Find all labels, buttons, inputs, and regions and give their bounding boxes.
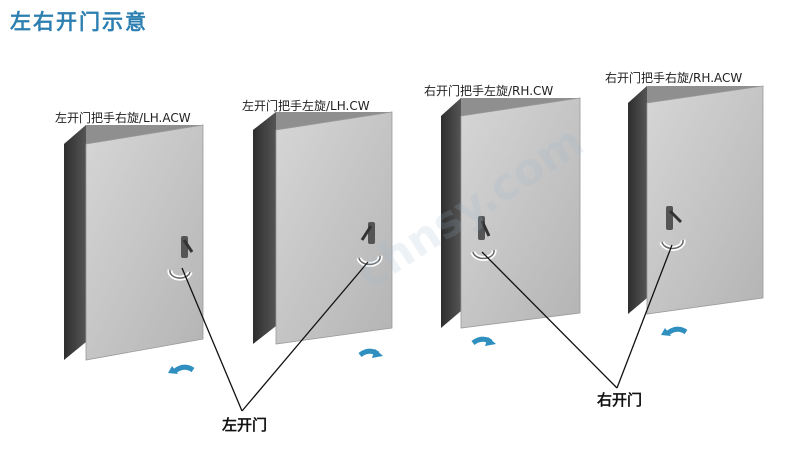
cabinet-1: [64, 124, 204, 374]
cabinet-4-label: 右开门把手右旋/RH.ACW: [605, 71, 743, 85]
left-door-callout: 左开门: [222, 416, 268, 434]
cabinet-4-side: [628, 86, 647, 314]
page-title: 左右开门示意: [10, 10, 148, 34]
right-door-callout: 右开门: [597, 391, 643, 409]
cabinet-3-handle-icon: [470, 216, 497, 261]
leader-line-right-1: [481, 251, 618, 389]
leader-line-right-2: [616, 244, 673, 389]
cabinet-2-front: [275, 111, 393, 345]
cabinet-2-handle-icon: [356, 222, 383, 267]
cabinet-1-rotation-arrow-icon: [173, 364, 195, 374]
cabinet-2: [253, 111, 393, 358]
cabinet-1-front: [85, 124, 204, 361]
cabinet-2-side: [253, 112, 276, 344]
cabinet-3-front: [460, 97, 581, 329]
leader-lines: [181, 244, 673, 412]
cabinet-4: [628, 85, 764, 336]
cabinet-4-rotation-arrow-icon: [666, 326, 688, 336]
cabinet-1-label: 左开门把手右旋/LH.ACW: [55, 111, 191, 125]
leader-line-left-1: [181, 267, 243, 412]
cabinet-3-side: [441, 98, 461, 328]
cabinet-1-side: [64, 125, 86, 360]
cabinet-3: [441, 97, 581, 346]
leader-line-left-2: [241, 261, 369, 412]
cabinet-3-label: 右开门把手左旋/RH.CW: [424, 84, 554, 98]
cabinet-4-front: [646, 85, 764, 315]
cabinet-4-handle-icon: [659, 206, 686, 251]
cabinet-1-handle-icon: [167, 236, 194, 281]
cabinet-2-label: 左开门把手左旋/LH.CW: [242, 99, 370, 113]
